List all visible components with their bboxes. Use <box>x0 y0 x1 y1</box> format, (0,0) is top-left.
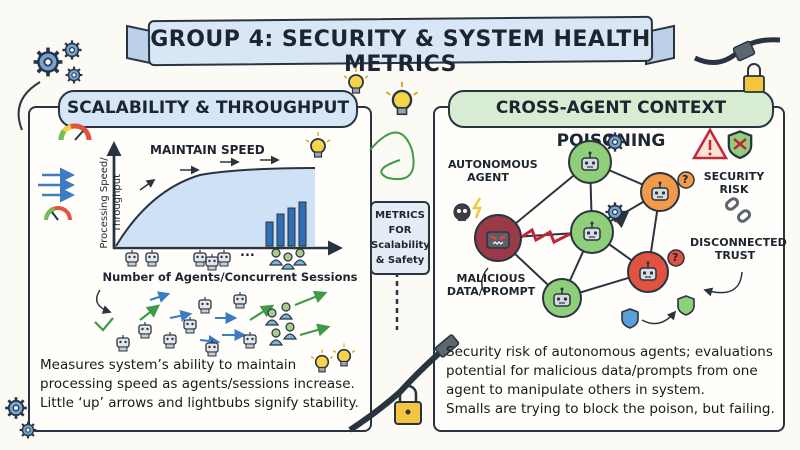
center-sign-line: FOR <box>388 225 412 236</box>
chart-bar <box>298 201 307 247</box>
agent-icon <box>233 291 247 309</box>
speed-arrows <box>139 155 280 191</box>
agent-icon <box>205 253 219 271</box>
lightning-icon <box>471 197 482 219</box>
scalability-description: Measures system’s ability to maintain pr… <box>40 356 370 413</box>
user-group-icon <box>279 302 293 320</box>
description-line: Smalls are trying to block the poison, b… <box>446 401 775 417</box>
center-sign-line: & Safety <box>375 255 425 266</box>
chart-title: MAINTAIN SPEED <box>150 143 265 157</box>
agent-icon <box>163 331 177 349</box>
description-line: Security risk of autonomous agents; eval… <box>446 344 773 360</box>
user-group-icon <box>269 248 283 266</box>
disconnected-trust-label: DISCONNECTED TRUST <box>690 236 787 262</box>
description-line: Measures system’s ability to maintain <box>40 357 297 373</box>
label-line: DISCONNECTED <box>690 236 787 249</box>
center-sign-line: METRICS <box>375 210 425 221</box>
chart-bars <box>265 201 307 247</box>
speedometer-icon <box>58 123 92 141</box>
agent-icon <box>217 249 231 267</box>
description-line: processing speed as agents/sessions incr… <box>40 376 355 392</box>
gear-icon <box>604 201 626 223</box>
chart-y-axis-label: Processing Speed/ Throughput <box>99 157 123 249</box>
agent-swarm <box>94 289 331 357</box>
label-line: MALICIOUS <box>456 272 526 285</box>
agent-network <box>453 127 753 329</box>
cable-lock-top-right-icon <box>693 37 781 93</box>
throughput-chart <box>106 131 343 271</box>
label-line: DATA/PROMPT <box>446 285 536 298</box>
center-sign-line: Scalability <box>371 240 430 251</box>
chart-bar <box>287 207 296 247</box>
user-group-icon <box>283 322 297 340</box>
agent-icon <box>193 249 207 267</box>
agent-icon <box>205 339 219 357</box>
shield-icon <box>677 295 695 316</box>
agent-icon <box>125 249 139 267</box>
user-group-icon <box>269 328 283 346</box>
center-signpost <box>370 201 430 330</box>
description-line: Little ‘up’ arrows and lightbubs signify… <box>40 395 359 411</box>
speed-lines-icon <box>38 167 75 203</box>
chart-bar <box>276 213 285 247</box>
agent-icon <box>243 331 257 349</box>
question-mark: ? <box>682 173 689 186</box>
chart-bar <box>265 221 274 247</box>
agent-icon <box>138 321 152 339</box>
agent-icon <box>198 296 212 314</box>
agent-icon <box>116 334 130 352</box>
gear-icon <box>604 131 626 153</box>
chart-x-axis-label: Number of Agents/Concurrent Sessions <box>102 270 358 284</box>
malicious-data-label: MALICIOUS DATA/PROMPT <box>446 272 536 298</box>
lightbulb-icon <box>305 131 331 158</box>
autonomous-agent-label: AUTONOMOUS AGENT <box>448 158 538 184</box>
page-title: GROUP 4: SECURITY & SYSTEM HEALTH METRIC… <box>150 27 651 77</box>
label-line: SECURITY <box>703 170 765 183</box>
label-line: RISK <box>719 183 749 196</box>
speedometer-icon <box>44 206 72 221</box>
title-banner: GROUP 4: SECURITY & SYSTEM HEALTH METRIC… <box>126 15 675 77</box>
user-group-icon <box>265 308 279 326</box>
agent-icon <box>183 316 197 334</box>
security-risk-label: SECURITY RISK <box>698 170 770 196</box>
description-line: potential for malicious data/prompts fro… <box>446 363 758 379</box>
cable-lock-bottom-icon <box>348 334 460 433</box>
description-line: agent to manipulate others in system. <box>446 382 705 398</box>
broken-chain-icon <box>724 197 752 223</box>
scalability-panel <box>28 106 372 432</box>
user-group-icon <box>293 248 307 266</box>
throughput-curve <box>116 168 315 246</box>
user-group-icon <box>281 252 295 270</box>
lightbulb-icon <box>385 80 419 116</box>
skull-icon <box>453 203 471 221</box>
connector-line-left <box>17 81 41 131</box>
gears-top-left-icon <box>31 39 84 85</box>
label-line: AGENT <box>467 171 509 184</box>
axis-ellipsis: ... <box>240 245 255 260</box>
lightbulb-icon <box>343 67 369 94</box>
scalability-header: SCALABILITY & THROUGHPUT <box>58 90 358 128</box>
context-poisoning-description: Security risk of autonomous agents; eval… <box>446 343 776 419</box>
label-line: TRUST <box>714 249 756 262</box>
center-sign-text: METRICS FOR Scalability & Safety <box>371 208 430 268</box>
agent-icon <box>145 249 159 267</box>
gears-bottom-left-icon <box>3 395 38 440</box>
connector-curl-center <box>369 131 415 181</box>
shield-icon <box>621 308 639 329</box>
question-mark: ? <box>672 251 679 264</box>
context-poisoning-header: CROSS-AGENT CONTEXT POISONING <box>448 90 774 151</box>
label-line: AUTONOMOUS <box>448 158 538 171</box>
